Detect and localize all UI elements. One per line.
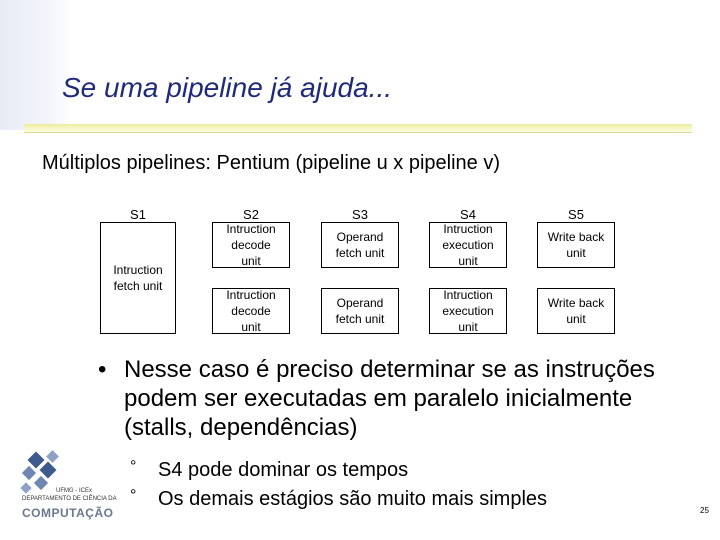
title-underline — [24, 124, 692, 133]
slide-title: Se uma pipeline já ajuda... — [62, 72, 392, 103]
sub-bullet-text: Os demais estágios são muito mais simple… — [158, 488, 548, 510]
unit-label-line: execution — [442, 238, 494, 252]
unit-label-line: unit — [241, 254, 261, 268]
unit-label-line: Operand — [336, 296, 384, 310]
shared-fetch-unit: Intruction fetch unit — [100, 222, 176, 334]
main-bullet: • Nesse caso é preciso determinar se as … — [98, 355, 684, 442]
unit-label-line: Write back — [547, 296, 605, 310]
unit-label-line: unit — [458, 320, 478, 334]
u-execution-unit: Intruction execution unit — [429, 222, 507, 268]
v-execution-unit: Intruction execution unit — [429, 288, 507, 334]
main-bullet-text: Nesse caso é preciso determinar se as in… — [124, 356, 655, 441]
v-decode-unit: Intruction decode unit — [212, 288, 290, 334]
unit-label-line: execution — [442, 304, 494, 318]
u-operand-fetch-unit: Operand fetch unit — [321, 222, 399, 268]
stage-header-s2: S2 — [243, 207, 259, 222]
unit-label-line: Intruction — [113, 263, 163, 277]
unit-label-line: decode — [231, 304, 271, 318]
unit-label-line: Intruction — [443, 222, 493, 236]
u-write-back-unit: Write back unit — [537, 222, 615, 268]
unit-label-line: Intruction — [226, 288, 276, 302]
logo-computacao-text: COMPUTAÇÃO — [22, 506, 114, 520]
bullet-dot-icon: • — [98, 356, 107, 383]
stage-header-s1: S1 — [130, 207, 146, 222]
stage-header-s3: S3 — [352, 207, 368, 222]
unit-label-line: unit — [566, 246, 586, 260]
unit-label-line: unit — [241, 320, 261, 334]
logo-department-text: DEPARTAMENTO DE CIÊNCIA DA — [22, 496, 117, 502]
unit-label-line: Intruction — [226, 222, 276, 236]
title-background-band — [0, 0, 72, 130]
page-number: 25 — [700, 506, 709, 515]
sub-bullet-item: ° S4 pode dominar os tempos — [130, 456, 547, 485]
sub-bullet-item: ° Os demais estágios são muito mais simp… — [130, 485, 547, 514]
sub-bullet-icon: ° — [130, 458, 137, 475]
dcc-logo-icon — [20, 450, 59, 494]
unit-label-line: fetch unit — [113, 279, 163, 293]
slide-subtitle: Múltiplos pipelines: Pentium (pipeline u… — [42, 152, 501, 174]
unit-label-line: Operand — [336, 230, 384, 244]
u-decode-unit: Intruction decode unit — [212, 222, 290, 268]
stage-header-s5: S5 — [568, 207, 584, 222]
unit-label-line: fetch unit — [335, 246, 385, 260]
unit-label-line: decode — [231, 238, 271, 252]
logo-institution-text: UFMG - ICEx — [56, 488, 92, 494]
stage-header-s4: S4 — [460, 207, 476, 222]
unit-label-line: unit — [566, 312, 586, 326]
unit-label-line: Write back — [547, 230, 605, 244]
sub-bullet-icon: ° — [130, 487, 137, 504]
sub-bullet-text: S4 pode dominar os tempos — [158, 459, 409, 481]
v-operand-fetch-unit: Operand fetch unit — [321, 288, 399, 334]
unit-label-line: Intruction — [443, 288, 493, 302]
unit-label-line: fetch unit — [335, 312, 385, 326]
unit-label-line: unit — [458, 254, 478, 268]
v-write-back-unit: Write back unit — [537, 288, 615, 334]
sub-bullet-list: ° S4 pode dominar os tempos ° Os demais … — [130, 456, 547, 514]
